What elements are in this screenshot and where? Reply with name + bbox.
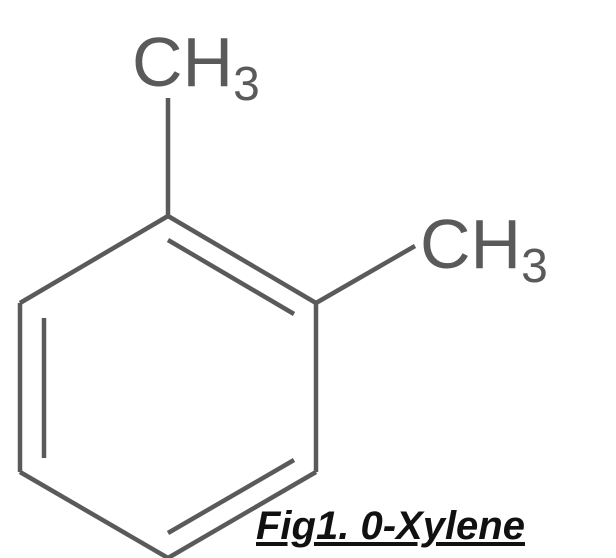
methyl-label-1: CH3: [132, 23, 260, 111]
ring-bond-bottom-right: [166, 470, 318, 558]
ring-double-bond-inner-top: [166, 238, 296, 316]
ring-bond-top-left: [18, 214, 170, 305]
ring-double-bond-inner-bottom: [166, 458, 296, 535]
figure-caption: Fig1. 0-Xylene: [256, 504, 525, 548]
methyl-bond-2: [314, 244, 417, 305]
ring-bond-top-right: [166, 214, 318, 305]
methyl-label-2: CH3: [420, 205, 548, 293]
ring-bond-bottom-left: [18, 470, 170, 558]
